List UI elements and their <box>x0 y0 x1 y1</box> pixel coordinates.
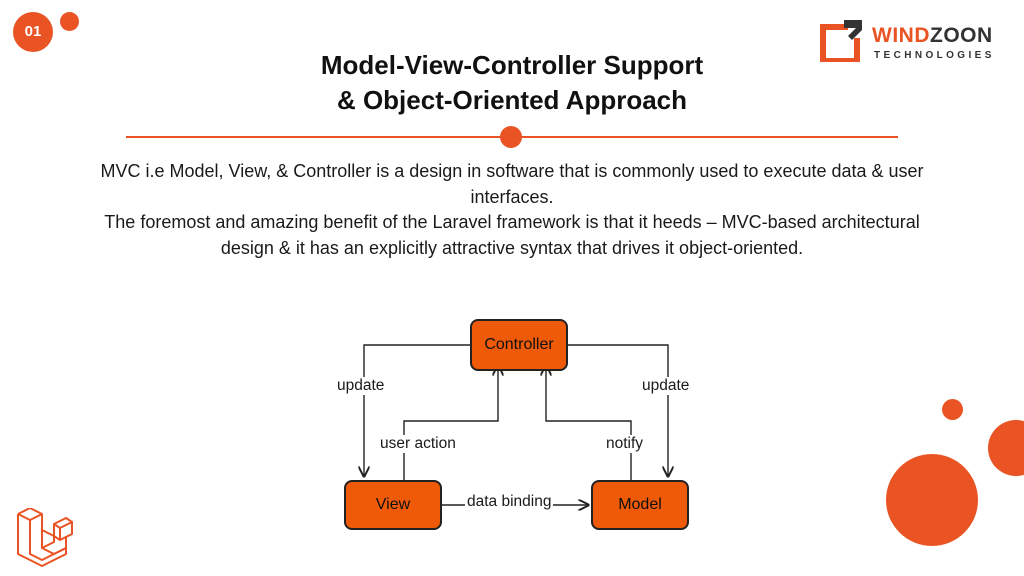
paragraph-2: The foremost and amazing benefit of the … <box>104 212 920 258</box>
paragraph-1: MVC i.e Model, View, & Controller is a d… <box>100 161 924 207</box>
logo-subtitle: TECHNOLOGIES <box>874 50 995 61</box>
company-logo: WINDZOON TECHNOLOGIES <box>818 18 1008 68</box>
body-text: MVC i.e Model, View, & Controller is a d… <box>100 159 924 261</box>
slide-number-badge: 01 <box>13 12 53 52</box>
controller-label: Controller <box>484 336 554 353</box>
user-action-label: user action <box>378 435 458 453</box>
model-label: Model <box>618 496 662 513</box>
data-binding-label: data binding <box>465 493 554 511</box>
update-right-arrow <box>568 344 668 476</box>
notify-label: notify <box>604 435 646 453</box>
logo-mark-icon <box>820 20 862 62</box>
view-box: View <box>344 480 442 530</box>
model-box: Model <box>591 480 689 530</box>
page-title: Model-View-Controller Support & Object-O… <box>212 48 812 118</box>
update-right-label: update <box>640 377 692 395</box>
decorative-circle-large <box>886 454 978 546</box>
divider-dot <box>500 126 522 148</box>
decorative-dot <box>60 12 79 31</box>
user-action-arrow <box>403 366 498 480</box>
view-label: View <box>375 496 411 513</box>
title-line-2: & Object-Oriented Approach <box>336 85 688 115</box>
title-line-1: Model-View-Controller Support <box>320 50 704 80</box>
decorative-circle-medium <box>988 420 1024 476</box>
notify-arrow <box>546 366 632 480</box>
logo-wordmark: WINDZOON <box>872 24 993 47</box>
mvc-diagram: Controller View Model update update user… <box>330 315 700 540</box>
update-left-label: update <box>335 377 387 395</box>
controller-box: Controller <box>470 319 568 371</box>
update-left-arrow <box>364 344 470 476</box>
decorative-circle-small <box>942 399 963 420</box>
laravel-logo-icon <box>17 508 73 567</box>
